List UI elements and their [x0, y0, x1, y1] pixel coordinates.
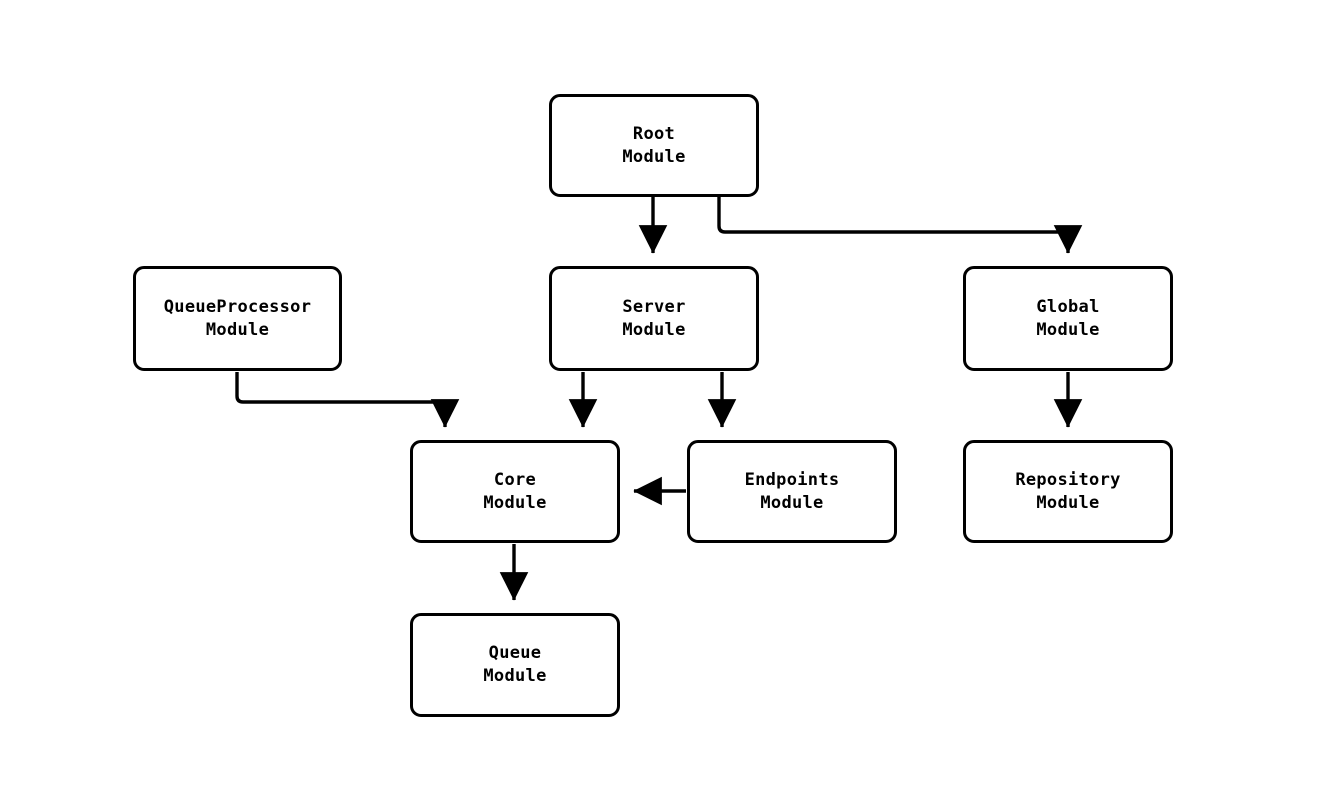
node-label: Endpoints Module: [744, 469, 840, 513]
node-core-module[interactable]: Core Module: [410, 440, 620, 543]
node-endpoints-module[interactable]: Endpoints Module: [687, 440, 897, 543]
node-global-module[interactable]: Global Module: [963, 266, 1173, 371]
node-root-module[interactable]: Root Module: [549, 94, 759, 197]
edge-queueprocessor-to-core: [235, 372, 460, 428]
node-label: Root Module: [622, 123, 686, 167]
node-queue-module[interactable]: Queue Module: [410, 613, 620, 717]
edge-root-to-global: [717, 197, 1083, 254]
node-label: Queue Module: [483, 643, 547, 686]
node-queueprocessor-module[interactable]: QueueProcessor Module: [133, 266, 342, 371]
node-server-module[interactable]: Server Module: [549, 266, 759, 371]
node-repository-module[interactable]: Repository Module: [963, 440, 1173, 543]
node-label: Core Module: [483, 469, 547, 513]
node-label: Server Module: [622, 296, 686, 340]
node-label: Global Module: [1036, 296, 1100, 340]
node-label: Repository Module: [1015, 469, 1121, 513]
node-label: QueueProcessor Module: [163, 296, 312, 340]
